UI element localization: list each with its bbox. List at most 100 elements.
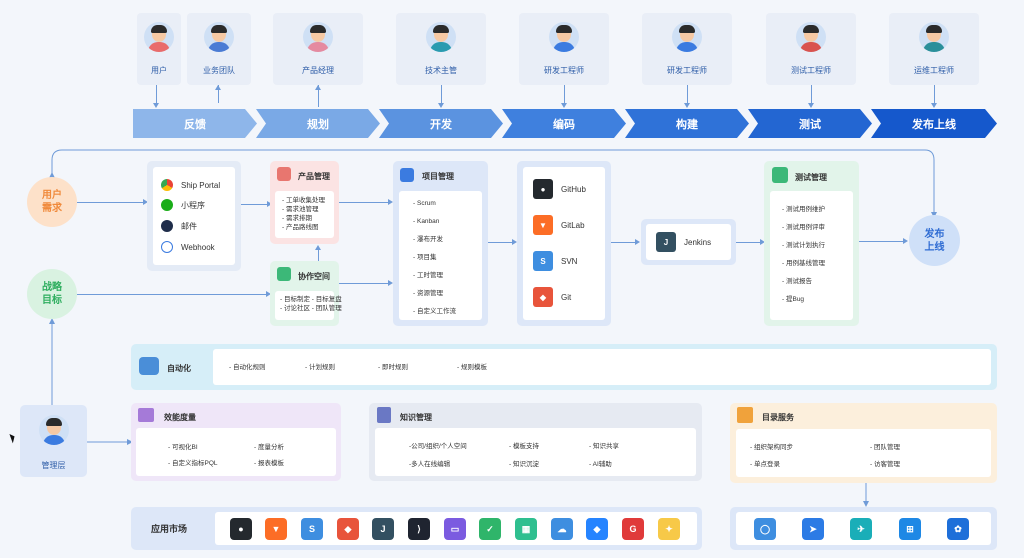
git-icon: ◆	[533, 287, 553, 307]
channel-email[interactable]: 邮件	[161, 220, 197, 232]
efficiency-metrics-card: 效能度量 - 可视化BI - 度量分析 - 自定义指标PQL - 报表模板	[131, 403, 341, 481]
list-item: - 测试用例维护	[782, 206, 825, 213]
stage-label: 测试	[799, 118, 821, 131]
automation-band: 自动化 - 自动化规则 - 计划规则 - 即时规则 - 规则模板	[131, 344, 997, 390]
knowledge-management-card: 知识管理 -公司/组织/个人空间 - 模板支持 - 知识共享 -多人在线编辑 -…	[369, 403, 702, 481]
repo-label: Git	[561, 292, 572, 302]
role-card-user: 用户	[137, 13, 181, 85]
list-item: - 计划规则	[305, 364, 335, 371]
team-avatar-icon	[204, 22, 234, 52]
mini-program-icon	[161, 199, 173, 211]
jenkins-label: Jenkins	[684, 237, 712, 247]
book-icon	[377, 407, 391, 423]
role-label: 测试工程师	[791, 66, 831, 75]
collaboration-title: 协作空间	[298, 272, 330, 281]
stage-planning: 规划	[256, 109, 380, 138]
ci-card: J Jenkins	[641, 219, 736, 265]
automation-title: 自动化	[167, 364, 191, 373]
knowledge-title: 知识管理	[400, 413, 432, 422]
product-manager-avatar-icon	[303, 22, 333, 52]
repo-label: GitHub	[561, 184, 586, 194]
list-item: - 单点登录	[750, 461, 780, 468]
jenkins-icon: J	[656, 232, 676, 252]
test-management-card: 测试管理 - 测试用例维护 - 测试用例评审 - 测试计划执行 - 用例基线管理…	[764, 161, 859, 326]
git-icon[interactable]: ◆	[337, 518, 359, 540]
paper-plane-icon[interactable]: ➤	[802, 518, 824, 540]
role-card-developer-1: 研发工程师	[519, 13, 609, 85]
channel-webhook[interactable]: Webhook	[161, 241, 215, 253]
list-item: - 产品路线图	[282, 224, 319, 231]
role-card-ops: 运维工程师	[889, 13, 979, 85]
stage-development: 开发	[379, 109, 503, 138]
channel-label: Webhook	[181, 242, 215, 252]
product-management-card: 产品管理 - 工单收集处理 - 需求池管理 - 需求排期 - 产品路线图	[270, 161, 339, 244]
bulb-icon[interactable]: ✦	[658, 518, 680, 540]
role-label: 产品经理	[302, 66, 334, 75]
manager-avatar-icon	[38, 415, 69, 445]
github-icon[interactable]: ●	[230, 518, 252, 540]
role-card-product-manager: 产品经理	[273, 13, 363, 85]
channel-ship-portal[interactable]: Ship Portal	[161, 179, 220, 191]
release-label: 发布上线	[924, 228, 945, 253]
collaboration-space-card: 协作空间 - 目标制定 - 目标复盘 - 讨论社区 - 团队管理	[270, 261, 342, 326]
list-item: - 提Bug	[782, 296, 805, 303]
repo-github[interactable]: ● GitHub	[533, 179, 586, 199]
developer-avatar-icon	[549, 22, 579, 52]
list-item: - 自定义工作流	[413, 308, 456, 315]
jenkins-icon[interactable]: J	[372, 518, 394, 540]
role-label: 研发工程师	[667, 66, 707, 75]
product-management-title: 产品管理	[298, 172, 330, 181]
list-item: - 组织架构同步	[750, 444, 793, 451]
form-icon[interactable]: ▭	[444, 518, 466, 540]
list-item: - 目标制定 - 目标复盘	[280, 296, 342, 303]
developer-avatar-icon	[672, 22, 702, 52]
stage-release: 发布上线	[871, 109, 997, 138]
check-icon[interactable]: ✓	[479, 518, 501, 540]
role-label: 运维工程师	[914, 66, 954, 75]
channel-label: 邮件	[181, 221, 197, 231]
tester-avatar-icon	[796, 22, 826, 52]
gitlab-icon[interactable]: ▼	[265, 518, 287, 540]
test-management-title: 测试管理	[795, 173, 827, 182]
stage-feedback: 反馈	[133, 109, 257, 138]
release-node: 发布上线	[909, 215, 960, 266]
svn-icon[interactable]: S	[301, 518, 323, 540]
list-item: - 测试用例评审	[782, 224, 825, 231]
list-item: - 团队管理	[870, 444, 900, 451]
user-demand-label: 用户需求	[42, 190, 62, 214]
windows-icon[interactable]: ⊞	[899, 518, 921, 540]
list-item: - 度量分析	[254, 444, 284, 451]
calendar-icon[interactable]: ▦	[515, 518, 537, 540]
directory-title: 目录服务	[762, 413, 794, 422]
list-item: - 可视化BI	[168, 444, 198, 451]
repositories-card: ● GitHub ▼ GitLab S SVN ◆ Git	[517, 161, 611, 326]
list-item: - 即时规则	[378, 364, 408, 371]
cloud-icon[interactable]: ☁	[551, 518, 573, 540]
list-item: - 模板支持	[509, 443, 539, 450]
ldap-icon[interactable]: ✿	[947, 518, 969, 540]
strategic-goal-node: 战略目标	[27, 269, 77, 319]
g-logo-icon[interactable]: G	[622, 518, 644, 540]
repo-gitlab[interactable]: ▼ GitLab	[533, 215, 585, 235]
channel-label: 小程序	[181, 200, 205, 210]
dingtalk-chat-icon[interactable]: ◯	[754, 518, 776, 540]
role-label: 研发工程师	[544, 66, 584, 75]
list-item: - 用例基线管理	[782, 260, 825, 267]
ops-avatar-icon	[919, 22, 949, 52]
repo-git[interactable]: ◆ Git	[533, 287, 571, 307]
stage-label: 开发	[430, 118, 452, 131]
jenkins-tool[interactable]: J Jenkins	[656, 232, 711, 252]
repo-svn[interactable]: S SVN	[533, 251, 577, 271]
list-item: - AI辅助	[589, 461, 612, 468]
jira-icon[interactable]: ◆	[586, 518, 608, 540]
project-management-title: 项目管理	[422, 172, 454, 181]
list-item: - 自动化规则	[229, 364, 266, 371]
channel-mini-program[interactable]: 小程序	[161, 199, 205, 211]
list-item: - 瀑布开发	[413, 236, 443, 243]
collaboration-icon	[277, 267, 291, 281]
vscode-icon[interactable]: ⟩	[408, 518, 430, 540]
list-item: - 讨论社区 - 团队管理	[280, 305, 342, 312]
feishu-icon[interactable]: ✈	[850, 518, 872, 540]
list-item: - 资源管理	[413, 290, 443, 297]
management-label: 管理层	[41, 461, 66, 470]
